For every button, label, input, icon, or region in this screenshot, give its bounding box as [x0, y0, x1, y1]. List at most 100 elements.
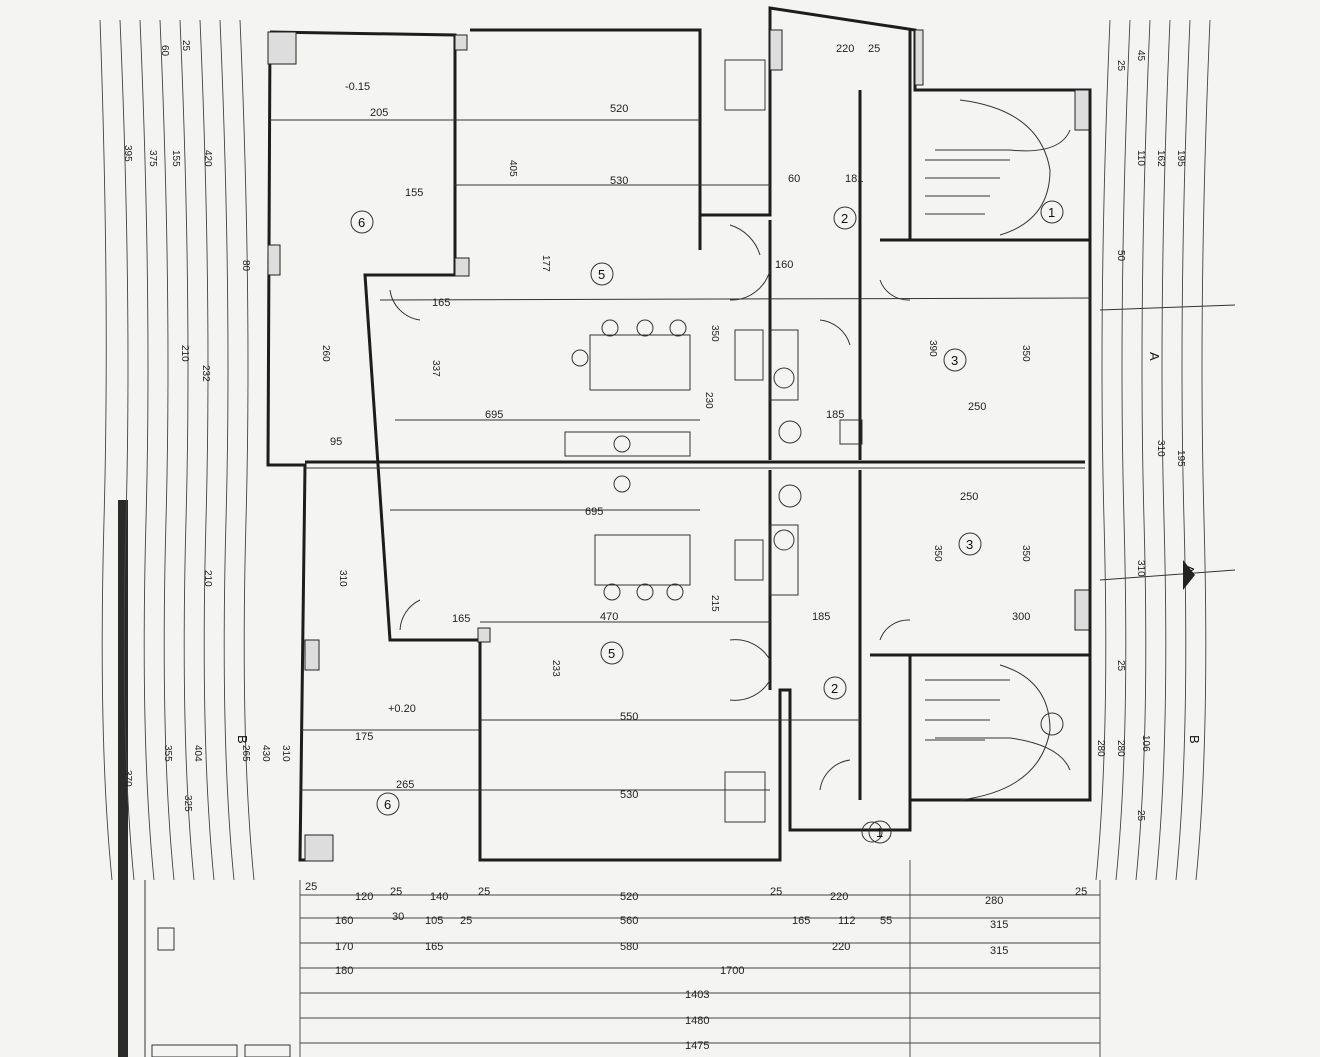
dim-label: 404 — [192, 745, 203, 762]
dim-label: 395 — [122, 145, 133, 162]
dim-label: 350 — [1020, 545, 1031, 562]
dim-label: 310 — [280, 745, 291, 762]
dim-label: 205 — [370, 107, 388, 119]
dim-label: 220 — [832, 941, 850, 953]
dim-label: 112 — [838, 915, 856, 927]
dim-label: 160 — [335, 915, 353, 927]
dim-label: 232 — [200, 365, 211, 382]
room-number-upper-1: 1 — [1048, 205, 1055, 220]
section-mark-b-left: B — [235, 735, 250, 744]
dim-label: 390 — [927, 340, 938, 357]
dim-label: 280 — [1095, 740, 1106, 757]
dim-label: 695 — [585, 506, 603, 518]
room-markers-lower — [376, 532, 1064, 844]
dim-label: 350 — [932, 545, 943, 562]
dim-label: 25 — [1075, 886, 1087, 898]
dim-label: 215 — [709, 595, 720, 612]
bottom-dim-row-3: 170 165 580 220 315 — [335, 941, 1008, 957]
dim-label: 430 — [260, 745, 271, 762]
stairs-upper — [925, 99, 1071, 236]
dim-label: 420 — [202, 150, 213, 167]
right-dimension-labels: 25 45 162 195 110 50 310 310 25 280 25 1… — [1095, 50, 1186, 822]
dim-label: 25 — [1115, 660, 1126, 672]
dim-label: 310 — [1135, 560, 1146, 577]
lower-interior-dimensions: 695 470 550 530 265 175 165 215 185 350 … — [337, 491, 1126, 801]
legend-block — [144, 880, 291, 1057]
dim-label: 260 — [320, 345, 331, 362]
dim-label: 110 — [1135, 150, 1146, 166]
dim-label: 355 — [162, 745, 173, 762]
dim-label: 1480 — [685, 1015, 709, 1027]
dim-label: 181 — [845, 173, 863, 185]
bathrooms — [724, 59, 863, 823]
dim-label: 405 — [507, 160, 518, 177]
bottom-dim-row-2: 160 30 105 25 560 165 112 55 315 — [335, 911, 1008, 931]
level-mark-upper: -0.15 — [345, 81, 370, 93]
dim-label: 175 — [355, 731, 373, 743]
room-number-upper-5: 5 — [598, 267, 605, 282]
room-number-upper-3: 3 — [951, 353, 958, 368]
bottom-dimension-lines — [299, 860, 1101, 1057]
dim-label: 195 — [1175, 150, 1186, 167]
dim-label: 530 — [610, 175, 628, 187]
dim-label: 1700 — [720, 965, 744, 977]
left-dimension-labels: 25 60 395 420 375 155 80 210 232 325 265… — [122, 40, 291, 812]
dim-label: 50 — [1115, 250, 1126, 262]
dim-label: 25 — [460, 915, 472, 927]
dim-label: 520 — [610, 103, 628, 115]
room-markers-upper — [350, 200, 1064, 843]
dim-label: 95 — [330, 436, 342, 448]
dim-label: 25 — [478, 886, 490, 898]
dim-label: 233 — [550, 660, 561, 677]
dim-label: 25 — [1115, 60, 1126, 72]
dim-label: 280 — [985, 895, 1003, 907]
dim-label: 520 — [620, 891, 638, 903]
dim-label: 220 — [830, 891, 848, 903]
dim-label: 310 — [337, 570, 348, 587]
dim-label: 230 — [703, 392, 714, 409]
dim-top-220: 220 — [836, 43, 854, 55]
level-mark-lower: +0.20 — [388, 703, 416, 715]
columns — [267, 29, 1090, 862]
dim-label: 580 — [620, 941, 638, 953]
dim-label: 280 — [1115, 740, 1126, 757]
dim-label: 60 — [788, 173, 800, 185]
dim-label: 160 — [775, 259, 793, 271]
section-markers: A A B B — [235, 352, 1202, 744]
dim-label: 325 — [182, 795, 193, 812]
dim-label: 45 — [1135, 50, 1146, 62]
room-number-upper-2: 2 — [841, 211, 848, 226]
dim-label: 370 — [122, 770, 133, 787]
door-swings — [389, 224, 911, 791]
dim-label: 310 — [1155, 440, 1166, 457]
dim-label: 60 — [159, 45, 170, 57]
dining-table-lower — [594, 534, 691, 601]
dining-table-upper — [571, 319, 691, 391]
room-number-lower-2: 2 — [831, 681, 838, 696]
dim-label: 210 — [202, 570, 213, 587]
dim-top-25: 25 — [868, 43, 880, 55]
dim-label: 165 — [425, 941, 443, 953]
dim-label: 560 — [620, 915, 638, 927]
dim-label: 25 — [390, 886, 402, 898]
dim-label: 315 — [990, 945, 1008, 957]
dim-label: 300 — [1012, 611, 1030, 623]
dim-label: 25 — [305, 881, 317, 893]
dim-label: 375 — [147, 150, 158, 167]
bottom-dim-row-1: 25 120 25 140 25 520 25 220 280 25 — [305, 881, 1087, 907]
dim-label: 55 — [880, 915, 892, 927]
dim-label: 695 — [485, 409, 503, 421]
dim-label: 165 — [452, 613, 470, 625]
dim-label: 80 — [240, 260, 251, 272]
section-cut-lines — [1099, 304, 1236, 581]
dim-label: 550 — [620, 711, 638, 723]
dim-label: 185 — [812, 611, 830, 623]
dim-label: 155 — [405, 187, 423, 199]
kitchen-counters — [564, 329, 799, 596]
stairs-lower — [925, 664, 1071, 801]
dim-label: 350 — [709, 325, 720, 342]
dim-label: 250 — [968, 401, 986, 413]
upper-interior-dimensions: 520 530 695 205 155 165 250 260 337 405 … — [320, 103, 1031, 448]
room-number-lower-5: 5 — [608, 646, 615, 661]
